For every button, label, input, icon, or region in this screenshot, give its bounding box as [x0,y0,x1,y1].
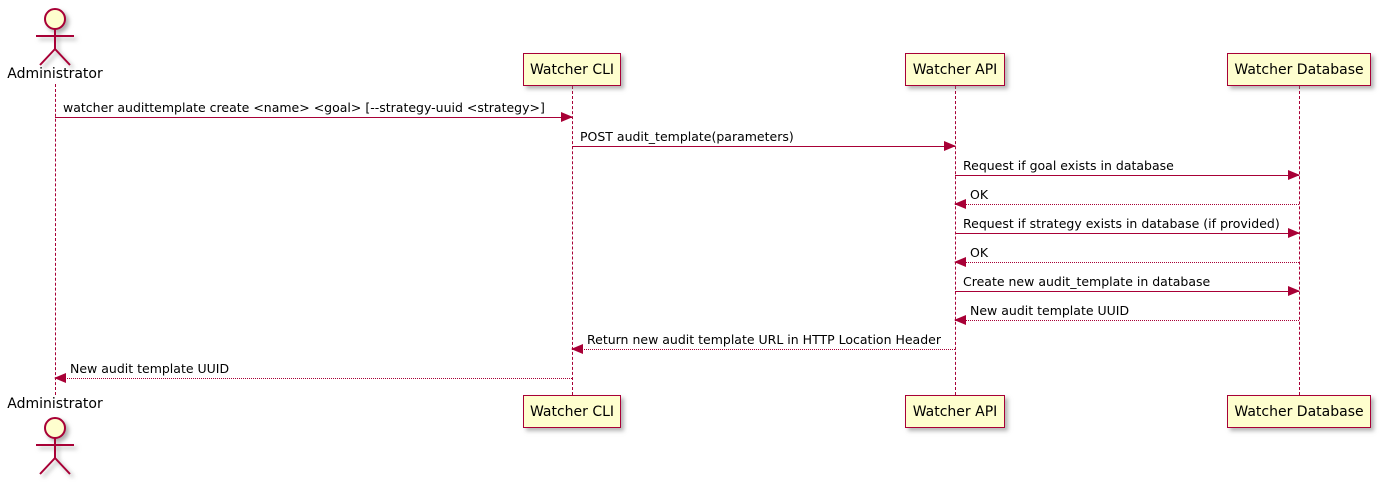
actor-label-bottom: Administrator [7,396,103,412]
message-create-audittemplate: watcher audittemplate create <name> <goa… [55,98,573,122]
message-line [55,378,572,379]
message-post-audit-template: POST audit_template(parameters) [572,127,956,151]
message-label: Return new audit template URL in HTTP Lo… [587,332,941,347]
message-label: Create new audit_template in database [963,274,1211,289]
lifeline-administrator [55,84,56,395]
participant-box-watcher-database: Watcher Database [1227,395,1371,428]
message-line [55,117,572,118]
message-label: Request if goal exists in database [963,158,1174,173]
message-line [955,175,1299,176]
lifeline-watcher-api [955,86,956,395]
participant-box-watcher-api: Watcher API [905,395,1005,428]
participant-box-watcher-cli: Watcher CLI [523,53,621,86]
message-label: OK [970,187,989,202]
message-label: OK [970,245,989,260]
message-label: New audit template UUID [970,303,1130,318]
arrowhead-icon [944,141,956,151]
arrowhead-icon [561,112,573,122]
message-create-in-database: Create new audit_template in database [955,272,1300,296]
participant-box-watcher-database: Watcher Database [1227,53,1371,86]
lifeline-watcher-database [1299,86,1300,395]
message-line [955,233,1299,234]
actor-icon [36,8,74,66]
message-line [572,146,955,147]
arrowhead-icon [954,257,966,267]
message-line [955,320,1299,321]
message-ok-strategy: OK [954,243,1299,267]
message-request-strategy-exists: Request if strategy exists in database (… [955,214,1300,238]
message-line [955,262,1299,263]
arrowhead-icon [954,199,966,209]
message-line [955,204,1299,205]
message-label: New audit template UUID [70,361,230,376]
message-new-uuid-from-db: New audit template UUID [954,301,1299,325]
arrowhead-icon [954,315,966,325]
participant-box-watcher-api: Watcher API [905,53,1005,86]
actor-label-top: Administrator [7,66,103,82]
message-label: watcher audittemplate create <name> <goa… [63,100,545,115]
message-label: POST audit_template(parameters) [580,129,794,144]
message-return-url-location-header: Return new audit template URL in HTTP Lo… [571,330,955,354]
participant-box-watcher-cli: Watcher CLI [523,395,621,428]
message-ok-goal: OK [954,185,1299,209]
message-line [955,291,1299,292]
message-label: Request if strategy exists in database (… [963,216,1280,231]
arrowhead-icon [54,373,66,383]
lifeline-watcher-cli [572,86,573,395]
message-request-goal-exists: Request if goal exists in database [955,156,1300,180]
arrowhead-icon [1288,286,1300,296]
message-line [572,349,955,350]
message-new-uuid-to-admin: New audit template UUID [54,359,572,383]
arrowhead-icon [1288,170,1300,180]
actor-icon [36,417,74,475]
arrowhead-icon [1288,228,1300,238]
arrowhead-icon [571,344,583,354]
